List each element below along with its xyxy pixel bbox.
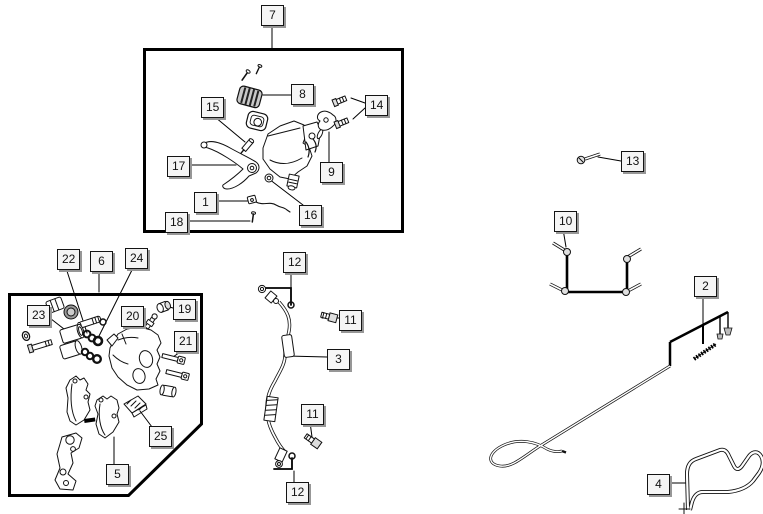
stop-switch-part — [246, 194, 291, 213]
master-cylinder-assembly-drawing — [200, 64, 350, 223]
handlebar-clamp-part — [317, 110, 337, 131]
callout-16[interactable]: 16 — [299, 205, 323, 226]
pipe-bracket-drawing — [549, 241, 642, 296]
master-cylinder-body-part — [262, 120, 324, 191]
callout-22[interactable]: 22 — [57, 249, 81, 270]
caliper-assembly-drawing — [21, 296, 190, 491]
callout-3[interactable]: 3 — [327, 349, 350, 370]
caliper-body-part — [106, 326, 162, 391]
callout-14[interactable]: 14 — [365, 95, 389, 116]
callout-23[interactable]: 23 — [27, 305, 51, 326]
callout-15[interactable]: 15 — [201, 97, 225, 118]
small-screw-part — [251, 211, 257, 223]
callout-25[interactable]: 25 — [149, 426, 173, 447]
banjo-bolt-lower-part — [303, 433, 323, 450]
callout-10[interactable]: 10 — [554, 211, 578, 232]
callout-6[interactable]: 6 — [90, 251, 113, 272]
callout-5[interactable]: 5 — [106, 464, 129, 485]
caliper-bracket-part — [54, 432, 83, 491]
brake-cable-drawing — [489, 310, 733, 468]
callout-17[interactable]: 17 — [167, 156, 191, 177]
callout-8[interactable]: 8 — [291, 84, 314, 105]
callout-11-top[interactable]: 11 — [339, 310, 362, 331]
master-cylinder-panel-border — [143, 48, 404, 233]
callout-21[interactable]: 21 — [174, 331, 198, 352]
brake-pads-part — [65, 375, 120, 439]
callout-9[interactable]: 9 — [320, 162, 343, 183]
bleed-valve-part — [144, 313, 158, 330]
guard-bracket-drawing — [678, 447, 763, 514]
bleed-cap-part — [156, 300, 171, 313]
callout-4[interactable]: 4 — [647, 474, 670, 495]
callout-24[interactable]: 24 — [125, 248, 149, 269]
callout-12-bottom[interactable]: 12 — [286, 482, 310, 503]
callout-7[interactable]: 7 — [261, 5, 284, 26]
callout-13[interactable]: 13 — [621, 151, 645, 172]
callout-18[interactable]: 18 — [165, 212, 189, 233]
callout-2[interactable]: 2 — [694, 276, 717, 297]
brake-hose-drawing — [257, 284, 339, 468]
clamp-bolts-part — [331, 95, 350, 130]
callout-11-bottom[interactable]: 11 — [301, 404, 324, 425]
callout-19[interactable]: 19 — [173, 299, 197, 320]
brake-lever-part — [200, 141, 260, 190]
caliper-piston-part — [59, 323, 85, 344]
callout-12-top[interactable]: 12 — [283, 252, 307, 273]
callout-20[interactable]: 20 — [121, 306, 145, 327]
rubber-boot-part — [236, 85, 263, 109]
callout-1[interactable]: 1 — [194, 192, 217, 213]
caliper-panel-border — [8, 293, 203, 497]
reservoir-cap-part — [245, 110, 269, 132]
pin-part — [240, 138, 255, 154]
slide-pins-part — [159, 353, 190, 398]
banjo-bolt-upper-part — [320, 311, 339, 324]
pivot-nut-part — [264, 173, 274, 183]
bolt-13-drawing — [576, 152, 601, 165]
pad-spring-part — [123, 395, 148, 418]
